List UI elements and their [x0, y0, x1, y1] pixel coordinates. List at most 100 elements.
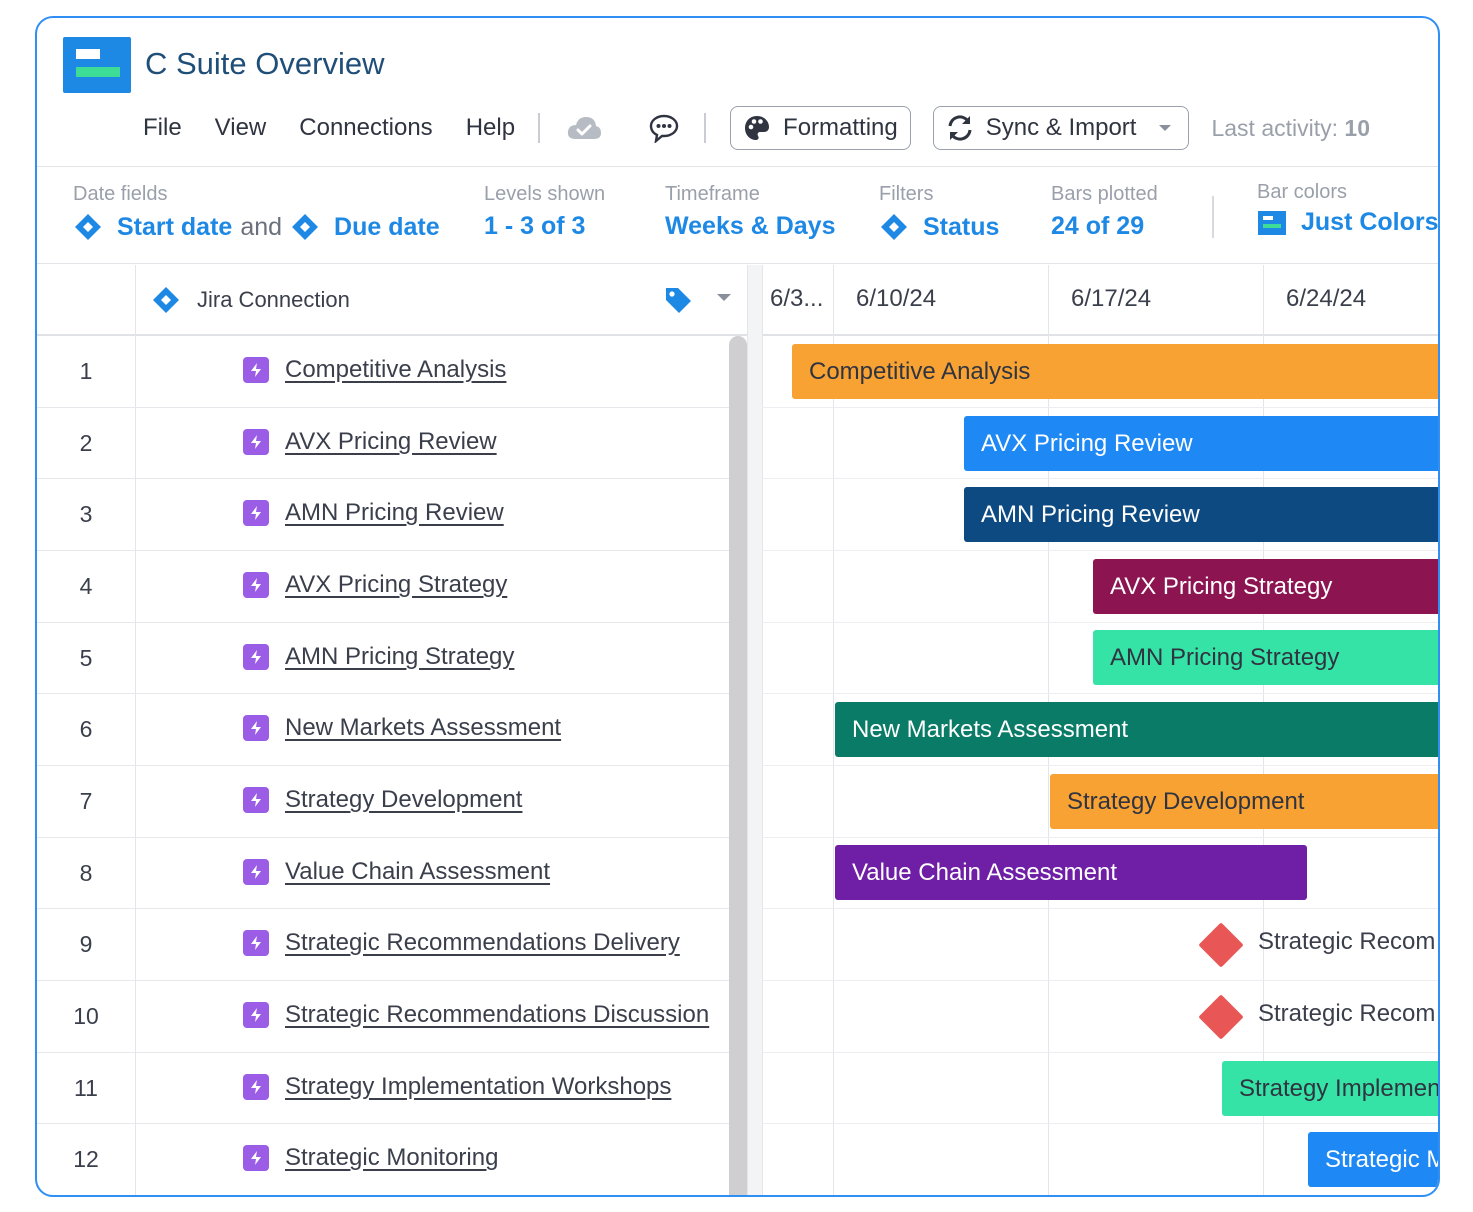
date-column-header: 6/24/24	[1286, 285, 1367, 312]
cloud-check-icon[interactable]	[564, 108, 604, 148]
gantt-bar[interactable]: Value Chain Assessment	[835, 845, 1307, 900]
palette-icon	[745, 116, 770, 140]
sync-import-label: Sync & Import	[985, 114, 1137, 141]
gantt-bar[interactable]: New Markets Assessment	[835, 702, 1438, 757]
task-link[interactable]: Value Chain Assessment	[285, 858, 551, 885]
pane-splitter[interactable]	[747, 265, 763, 1195]
bar-colors-label: Bar colors	[1257, 181, 1348, 203]
task-cell: New Markets Assessment	[243, 714, 561, 742]
gantt-bar[interactable]: AVX Pricing Strategy	[1093, 559, 1438, 614]
gantt-bar[interactable]: AMN Pricing Review	[964, 487, 1438, 542]
page-title[interactable]: C Suite Overview	[145, 46, 385, 81]
task-cell: Value Chain Assessment	[243, 858, 550, 886]
comment-icon[interactable]	[644, 108, 684, 148]
epic-lightning-icon	[243, 1002, 269, 1028]
sync-import-button[interactable]: Sync & Import	[932, 106, 1190, 150]
chevron-down-icon[interactable]	[716, 293, 732, 303]
gantt-bar[interactable]: Strategic M	[1308, 1132, 1438, 1187]
bar-colors-setting[interactable]: Bar colors Just Colors	[1257, 181, 1438, 237]
row-number: 8	[79, 860, 93, 886]
gantt-bar[interactable]: Strategy Development	[1050, 774, 1438, 829]
tag-icon[interactable]	[663, 285, 693, 315]
epic-lightning-icon	[243, 357, 269, 383]
filters-label: Filters	[879, 183, 934, 205]
menu-view[interactable]: View	[214, 114, 267, 141]
levels-value: 1 - 3 of 3	[484, 212, 586, 240]
row-divider	[37, 478, 729, 479]
epic-lightning-icon	[243, 1145, 269, 1171]
table-row: 11 Strategy Implementation Workshops	[37, 1053, 1438, 1124]
table-row: 1 Competitive Analysis	[37, 336, 1438, 407]
gantt-bar[interactable]: AMN Pricing Strategy	[1093, 630, 1438, 685]
jira-connection-header[interactable]: Jira Connection	[151, 285, 350, 315]
task-link[interactable]: Strategy Implementation Workshops	[285, 1073, 672, 1100]
task-link[interactable]: Competitive Analysis	[285, 356, 507, 383]
row-divider	[37, 765, 729, 766]
task-cell: AMN Pricing Strategy	[243, 643, 514, 671]
gantt-bar[interactable]: Competitive Analysis	[792, 344, 1438, 399]
filters-setting[interactable]: Filters Status	[879, 183, 999, 242]
gantt-bar-label: AVX Pricing Strategy	[1110, 572, 1333, 600]
due-date-value[interactable]: Due date	[334, 212, 440, 241]
gantt-bar-label: AMN Pricing Strategy	[1110, 643, 1340, 671]
row-divider	[37, 622, 729, 623]
settings-divider	[37, 263, 1438, 264]
row-divider	[762, 837, 1438, 838]
gantt-bar-label: Competitive Analysis	[809, 357, 1031, 385]
gantt-bar[interactable]: AVX Pricing Review	[964, 416, 1438, 471]
menu-bar: File View Connections Help Formatting Sy…	[143, 104, 1370, 152]
timeframe-setting[interactable]: Timeframe Weeks & Days	[665, 183, 835, 241]
row-divider	[762, 765, 1438, 766]
epic-lightning-icon	[243, 930, 269, 956]
bars-plotted-label: Bars plotted	[1051, 183, 1158, 205]
jira-diamond-icon	[75, 214, 101, 240]
gantt-bar-label: AMN Pricing Review	[981, 500, 1200, 528]
task-link[interactable]: AMN Pricing Strategy	[285, 643, 515, 670]
gantt-bar-label: Strategy Development	[1067, 787, 1305, 815]
task-link[interactable]: Strategy Development	[285, 786, 523, 813]
last-activity-label: Last activity:	[1211, 114, 1339, 141]
table-row: 2 AVX Pricing Review	[37, 408, 1438, 479]
row-number: 4	[79, 573, 93, 599]
gantt-bar-label: Value Chain Assessment	[852, 858, 1118, 886]
task-link[interactable]: Strategic Monitoring	[285, 1144, 499, 1171]
table-row: 12 Strategic Monitoring	[37, 1124, 1438, 1195]
row-divider	[37, 407, 729, 408]
date-fields-label: Date fields	[73, 183, 168, 205]
levels-setting[interactable]: Levels shown 1 - 3 of 3	[484, 183, 605, 241]
task-link[interactable]: Strategic Recommendations Delivery	[285, 929, 680, 956]
row-number: 10	[73, 1003, 99, 1029]
gantt-bar-label: Strategy Implemen	[1239, 1074, 1440, 1102]
task-cell: Strategic Monitoring	[243, 1144, 498, 1172]
row-number: 1	[79, 358, 93, 384]
row-divider	[37, 837, 729, 838]
task-link[interactable]: AVX Pricing Review	[285, 428, 497, 455]
row-number-column-line	[135, 265, 136, 1195]
table-row: 3 AMN Pricing Review	[37, 479, 1438, 550]
last-activity: Last activity: 10	[1211, 115, 1370, 142]
row-divider	[762, 478, 1438, 479]
row-divider	[762, 1052, 1438, 1053]
menu-file[interactable]: File	[143, 114, 182, 141]
start-date-value[interactable]: Start date	[117, 212, 233, 241]
menu-connections[interactable]: Connections	[299, 114, 433, 141]
task-cell: Strategy Development	[243, 786, 522, 814]
gantt-bar-label: New Markets Assessment	[852, 715, 1129, 743]
jira-diamond-icon	[153, 287, 179, 313]
task-link[interactable]: Strategic Recommendations Discussion	[285, 1001, 710, 1028]
task-link[interactable]: AMN Pricing Review	[285, 499, 504, 526]
date-fields-setting[interactable]: Date fields Start date and Due date	[73, 183, 440, 242]
timeframe-label: Timeframe	[665, 183, 760, 205]
menu-help[interactable]: Help	[465, 114, 516, 141]
row-divider	[37, 550, 729, 551]
formatting-button[interactable]: Formatting	[730, 106, 911, 150]
epic-lightning-icon	[243, 572, 269, 598]
vertical-scrollbar[interactable]	[729, 336, 747, 1195]
task-link[interactable]: AVX Pricing Strategy	[285, 571, 508, 598]
chevron-down-icon	[1159, 125, 1172, 131]
table-row: 4 AVX Pricing Strategy	[37, 551, 1438, 622]
bars-plotted-setting[interactable]: Bars plotted 24 of 29	[1051, 183, 1158, 241]
epic-lightning-icon	[243, 859, 269, 885]
gantt-bar[interactable]: Strategy Implemen	[1222, 1061, 1440, 1116]
task-link[interactable]: New Markets Assessment	[285, 714, 562, 741]
